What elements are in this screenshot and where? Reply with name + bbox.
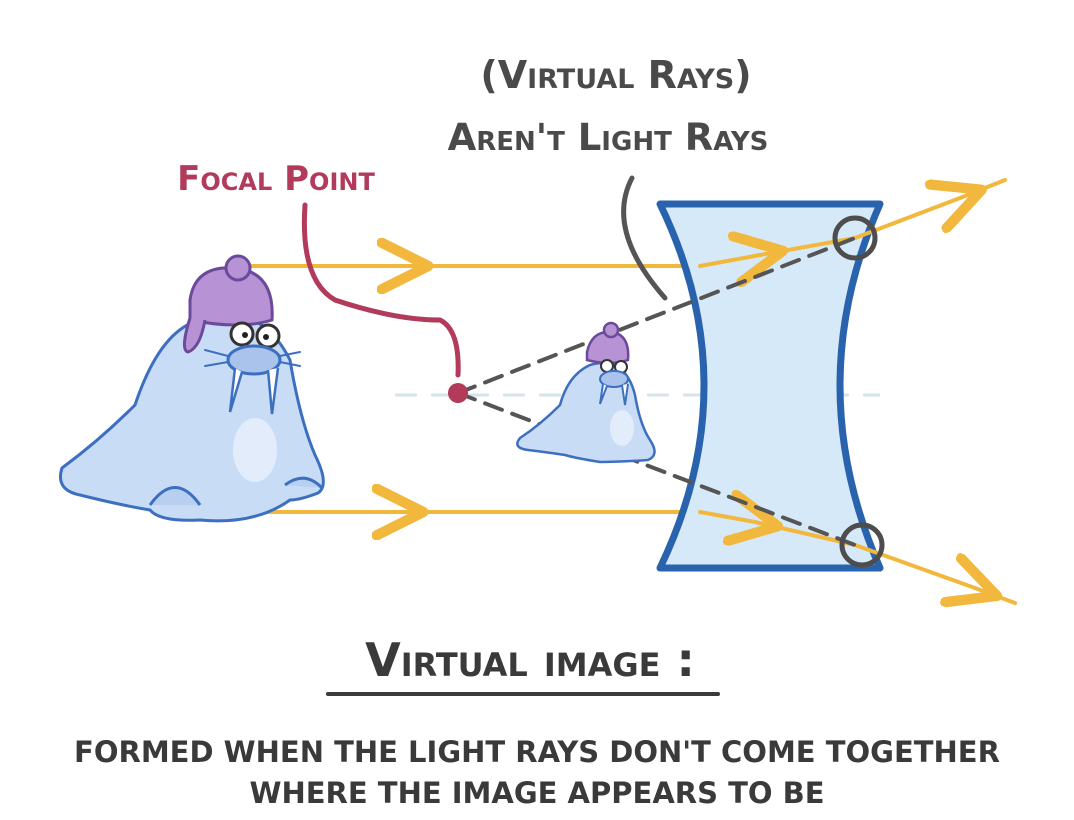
- virtual-rays: [456, 236, 857, 547]
- exit-point-top-circle: [832, 215, 878, 261]
- definition-line-1: FORMED WHEN THE LIGHT RAYS DON'T COME TO…: [74, 735, 1000, 769]
- virtual-image-heading: Virtual image :: [365, 633, 695, 687]
- focal-point-dot: [448, 383, 468, 403]
- walrus-object: [59, 254, 325, 523]
- incident-rays: [243, 266, 702, 512]
- focal-point-leader: [301, 202, 461, 378]
- definition-line-2: WHERE THE IMAGE APPEARS TO BE: [249, 776, 824, 810]
- virtual-rays-label: (Virtual Rays): [480, 53, 751, 97]
- virtual-rays-leader: [621, 175, 668, 301]
- walrus-virtual-image: [516, 321, 656, 464]
- arent-light-rays-label: Aren't Light Rays: [448, 116, 769, 159]
- focal-point-label: Focal Point: [177, 159, 375, 199]
- refracted-rays: [698, 178, 1017, 603]
- exit-point-bottom-circle: [839, 522, 885, 568]
- concave-lens: [656, 200, 884, 572]
